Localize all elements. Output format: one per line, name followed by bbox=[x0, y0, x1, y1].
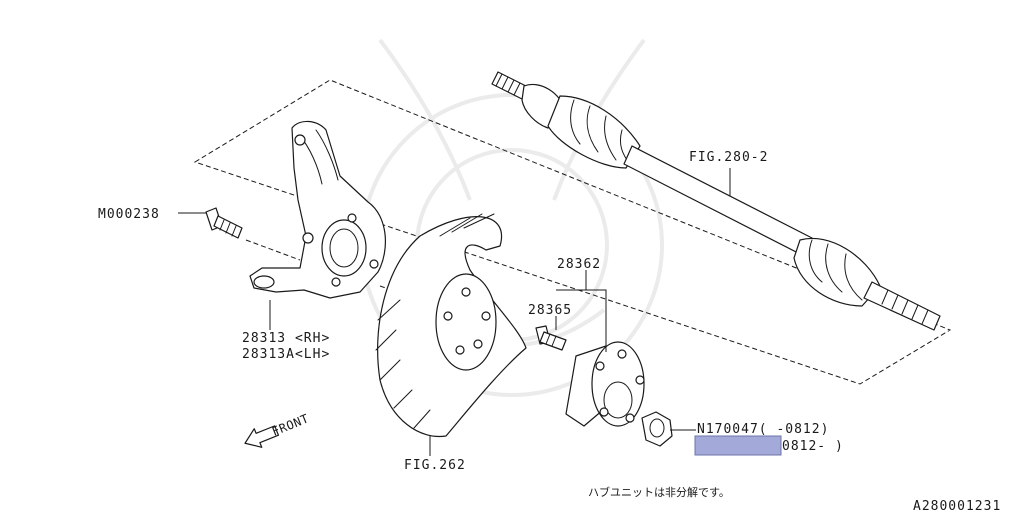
label-n170047[interactable]: N170047( -0812) bbox=[697, 422, 829, 437]
knuckle-bore bbox=[321, 219, 367, 277]
drive-shaft bbox=[491, 71, 941, 331]
bolt-m000238 bbox=[178, 207, 243, 239]
label-28313a-lh[interactable]: 28313A<LH> bbox=[242, 347, 330, 362]
label-fig-280-2[interactable]: FIG.280-2 bbox=[689, 150, 768, 165]
front-label: FRONT bbox=[270, 411, 311, 438]
assembly-boundary bbox=[193, 79, 952, 385]
front-direction-arrow bbox=[244, 425, 280, 448]
label-28313-rh[interactable]: 28313 <RH> bbox=[242, 331, 330, 346]
label-m000238[interactable]: M000238 bbox=[98, 207, 160, 222]
axle-nut bbox=[641, 411, 696, 447]
hub-unit-note: ハブユニットは非分解です。 bbox=[588, 485, 730, 499]
label-28365[interactable]: 28365 bbox=[528, 303, 572, 318]
steering-knuckle bbox=[249, 120, 387, 330]
label-n170047-new[interactable]: 0812- ) bbox=[782, 439, 844, 454]
hub-unit bbox=[556, 270, 645, 427]
part-number-highlight[interactable] bbox=[694, 435, 782, 456]
label-28362[interactable]: 28362 bbox=[557, 257, 601, 272]
hub-bolt-28365 bbox=[535, 316, 567, 351]
label-fig-262[interactable]: FIG.262 bbox=[404, 458, 466, 473]
brake-backing-plate bbox=[375, 213, 527, 456]
diagram-id: A280001231 bbox=[913, 499, 1001, 512]
